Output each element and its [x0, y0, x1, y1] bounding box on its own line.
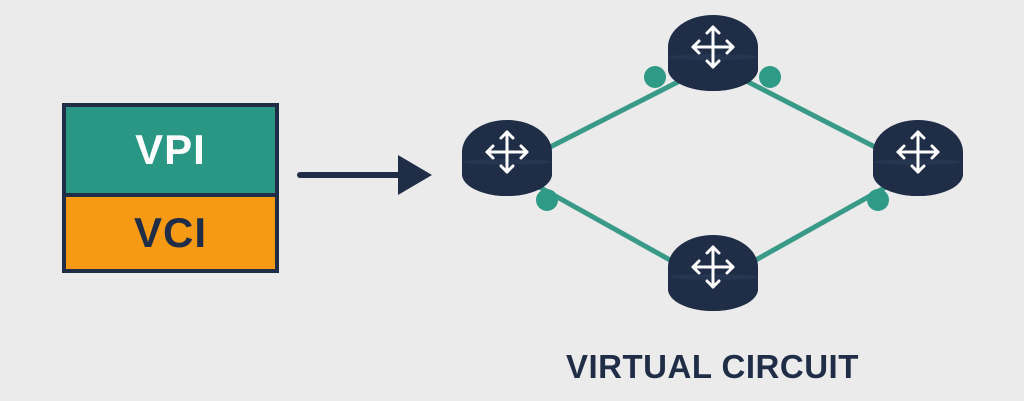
arrow-right-icon — [297, 155, 432, 195]
router-bottom — [668, 235, 758, 311]
link-endpoint-dot — [759, 66, 781, 88]
link-endpoints — [536, 66, 889, 211]
diagram-caption: VIRTUAL CIRCUIT — [566, 348, 859, 385]
move-arrows-icon — [485, 130, 529, 174]
move-arrows-icon — [691, 25, 735, 69]
move-arrows-icon — [896, 130, 940, 174]
router-left — [462, 120, 552, 196]
move-arrows-icon — [691, 245, 735, 289]
routers — [462, 15, 963, 311]
router-right — [873, 120, 963, 196]
vci-field: VCI — [66, 197, 275, 269]
link-endpoint-dot — [644, 66, 666, 88]
vpi-field: VPI — [66, 107, 275, 197]
link-endpoint-dot — [536, 189, 558, 211]
link-endpoint-dot — [867, 189, 889, 211]
router-top — [668, 15, 758, 91]
atm-cell-header: VPI VCI — [62, 103, 279, 273]
